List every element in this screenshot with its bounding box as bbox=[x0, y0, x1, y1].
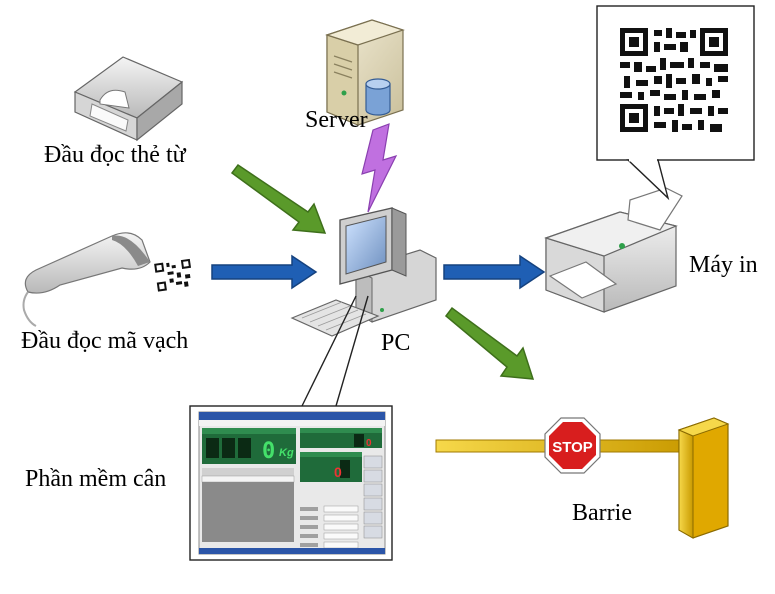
barcode-scanner-icon bbox=[22, 232, 151, 327]
label-barcode-reader: Đầu đọc mã vạch bbox=[21, 328, 189, 354]
svg-text:0: 0 bbox=[334, 464, 342, 480]
qr-code-small-icon bbox=[153, 257, 195, 293]
stop-sign-icon: STOP bbox=[544, 417, 601, 474]
label-barrier: Barrie bbox=[572, 500, 632, 526]
arrow-barcode-to-pc bbox=[211, 254, 318, 290]
weight-unit: Kg bbox=[279, 447, 294, 459]
barrier-icon bbox=[435, 417, 730, 539]
qr-code-icon bbox=[620, 28, 730, 134]
stop-sign-text: STOP bbox=[552, 439, 593, 456]
arrow-pc-to-barrier bbox=[444, 306, 535, 380]
arrow-card-to-pc bbox=[230, 163, 327, 234]
pc-icon bbox=[290, 207, 437, 337]
label-software: Phần mềm cân bbox=[25, 466, 167, 492]
label-card-reader: Đầu đọc thẻ từ bbox=[44, 142, 186, 168]
card-reader-icon bbox=[73, 56, 184, 142]
arrow-pc-to-printer bbox=[443, 254, 546, 290]
printer-icon bbox=[544, 187, 683, 313]
database-icon bbox=[365, 78, 391, 116]
weight-display: 0 bbox=[262, 439, 275, 464]
label-pc: PC bbox=[381, 330, 411, 356]
svg-text:0: 0 bbox=[366, 438, 372, 449]
label-printer: Máy in bbox=[689, 252, 758, 278]
software-screenshot: 0 Kg 0 0 bbox=[198, 411, 386, 555]
lightning-link-icon bbox=[361, 123, 398, 213]
label-server: Server bbox=[305, 107, 368, 133]
